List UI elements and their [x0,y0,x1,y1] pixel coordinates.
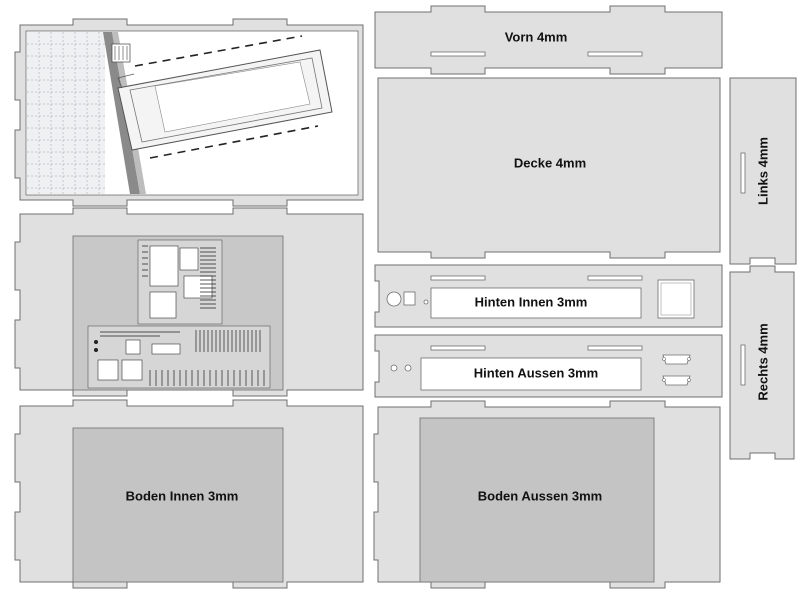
panel-links: Links 4mm [729,77,797,265]
panel-decke: Decke 4mm [377,77,721,259]
square-cutout [657,279,695,319]
label-rechts: Rechts 4mm [755,323,770,400]
label-hinten-innen: Hinten Innen 3mm [475,294,588,309]
train-carriage-drawing [111,35,333,159]
panel-scene [14,18,364,207]
circuit-board-drawing [87,239,271,389]
panel-rechts: Rechts 4mm [729,265,795,460]
dsub-connector-icon [662,354,691,386]
panel-boden-innen: Boden Innen 3mm [14,399,364,589]
label-hinten-aussen: Hinten Aussen 3mm [474,365,599,380]
label-boden-innen: Boden Innen 3mm [126,488,239,503]
label-vorn: Vorn 4mm [505,29,568,44]
label-boden-aussen: Boden Aussen 3mm [478,488,603,503]
platform-tiles [27,32,146,194]
panel-hinten-innen: Hinten Innen 3mm [374,264,723,328]
switch-hole [386,291,402,307]
panel-boden-aussen: Boden Aussen 3mm [373,400,721,589]
panel-hinten-aussen: Hinten Aussen 3mm [374,334,723,398]
label-decke: Decke 4mm [514,155,586,170]
panel-vorn: Vorn 4mm [374,5,723,75]
panel-pcb [14,207,364,397]
label-links: Links 4mm [755,137,770,205]
